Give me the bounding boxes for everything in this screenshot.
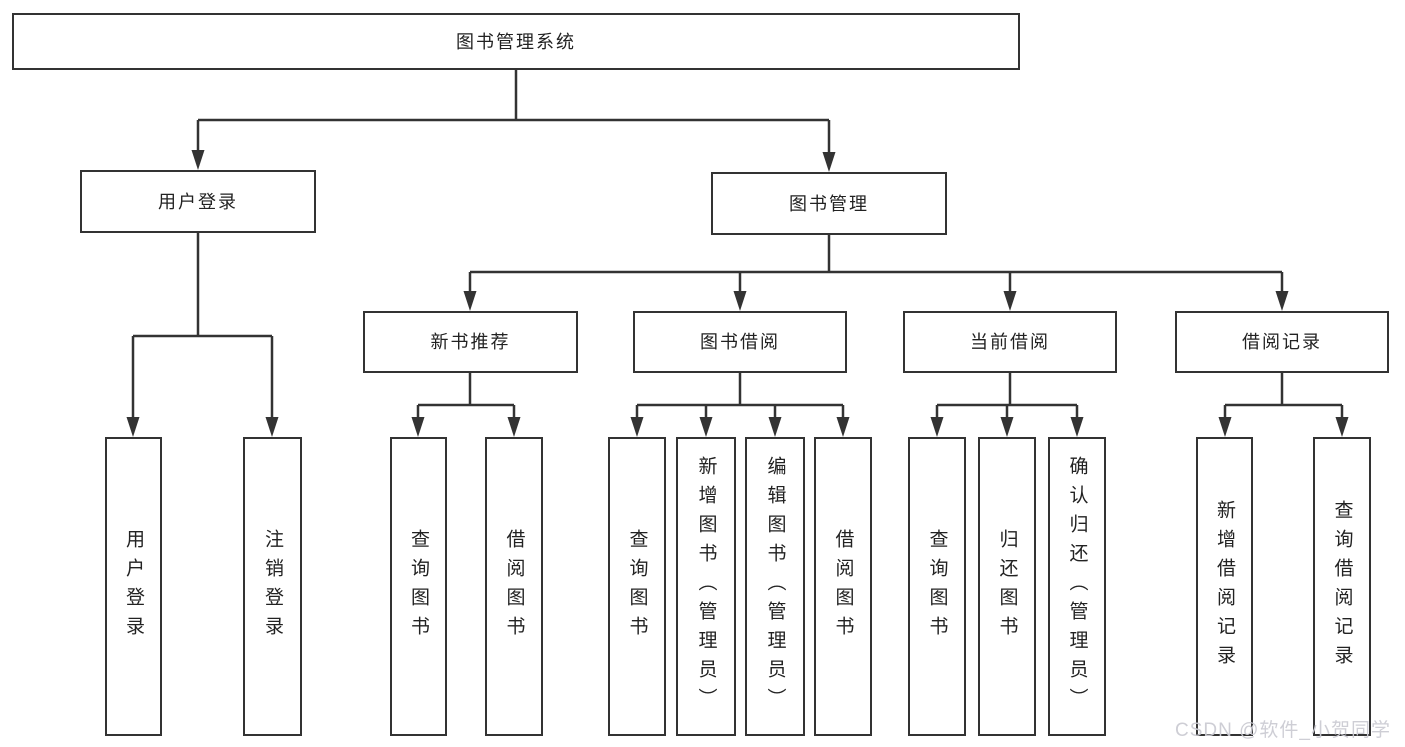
leaf-recommend-borrow-book: 借阅图书 xyxy=(485,437,543,736)
leaf-current-query-book: 查询图书 xyxy=(908,437,966,736)
leaf-records-add-record-label: 新增借阅记录 xyxy=(1214,499,1235,674)
node-borrowing-records-label: 借阅记录 xyxy=(1242,332,1322,352)
leaf-borrowing-query-book-label: 查询图书 xyxy=(626,528,648,645)
leaf-borrowing-query-book: 查询图书 xyxy=(608,437,666,736)
leaf-borrowing-borrow-book: 借阅图书 xyxy=(814,437,872,736)
leaf-recommend-borrow-book-label: 借阅图书 xyxy=(503,528,525,645)
node-library-system-label: 图书管理系统 xyxy=(456,31,576,52)
leaf-borrowing-add-book-label: 新增图书（管理员） xyxy=(695,456,717,717)
leaf-borrowing-add-book: 新增图书（管理员） xyxy=(676,437,736,736)
leaf-current-return-book-label: 归还图书 xyxy=(996,528,1018,645)
node-book-management-label: 图书管理 xyxy=(789,193,869,214)
node-current-borrowing-label: 当前借阅 xyxy=(970,332,1050,352)
leaf-user-login: 用户登录 xyxy=(105,437,162,736)
leaf-user-login-label: 用户登录 xyxy=(123,528,144,645)
node-book-borrowing: 图书借阅 xyxy=(633,311,847,373)
node-library-system: 图书管理系统 xyxy=(12,13,1020,70)
leaf-current-confirm-return: 确认归还（管理员） xyxy=(1048,437,1106,736)
node-new-book-recommend-label: 新书推荐 xyxy=(430,332,511,352)
leaf-logout-login-label: 注销登录 xyxy=(262,528,283,645)
node-user-login-label: 用户登录 xyxy=(158,191,238,212)
node-user-login: 用户登录 xyxy=(80,170,316,233)
node-current-borrowing: 当前借阅 xyxy=(903,311,1117,373)
csdn-watermark: CSDN @软件_小贺同学 xyxy=(1175,720,1391,741)
leaf-records-add-record: 新增借阅记录 xyxy=(1196,437,1253,736)
node-book-management: 图书管理 xyxy=(711,172,947,235)
leaf-borrowing-edit-book-label: 编辑图书（管理员） xyxy=(764,456,786,717)
node-book-borrowing-label: 图书借阅 xyxy=(700,332,780,352)
node-new-book-recommend: 新书推荐 xyxy=(363,311,578,373)
node-borrowing-records: 借阅记录 xyxy=(1175,311,1389,373)
leaf-borrowing-edit-book: 编辑图书（管理员） xyxy=(745,437,805,736)
leaf-current-confirm-return-label: 确认归还（管理员） xyxy=(1066,456,1088,717)
leaf-current-query-book-label: 查询图书 xyxy=(926,528,948,645)
leaf-recommend-query-book-label: 查询图书 xyxy=(408,528,429,645)
leaf-borrowing-borrow-book-label: 借阅图书 xyxy=(832,528,854,645)
leaf-recommend-query-book: 查询图书 xyxy=(390,437,447,736)
leaf-logout-login: 注销登录 xyxy=(243,437,302,736)
leaf-current-return-book: 归还图书 xyxy=(978,437,1036,736)
leaf-records-query-record: 查询借阅记录 xyxy=(1313,437,1371,736)
leaf-records-query-record-label: 查询借阅记录 xyxy=(1331,499,1353,674)
